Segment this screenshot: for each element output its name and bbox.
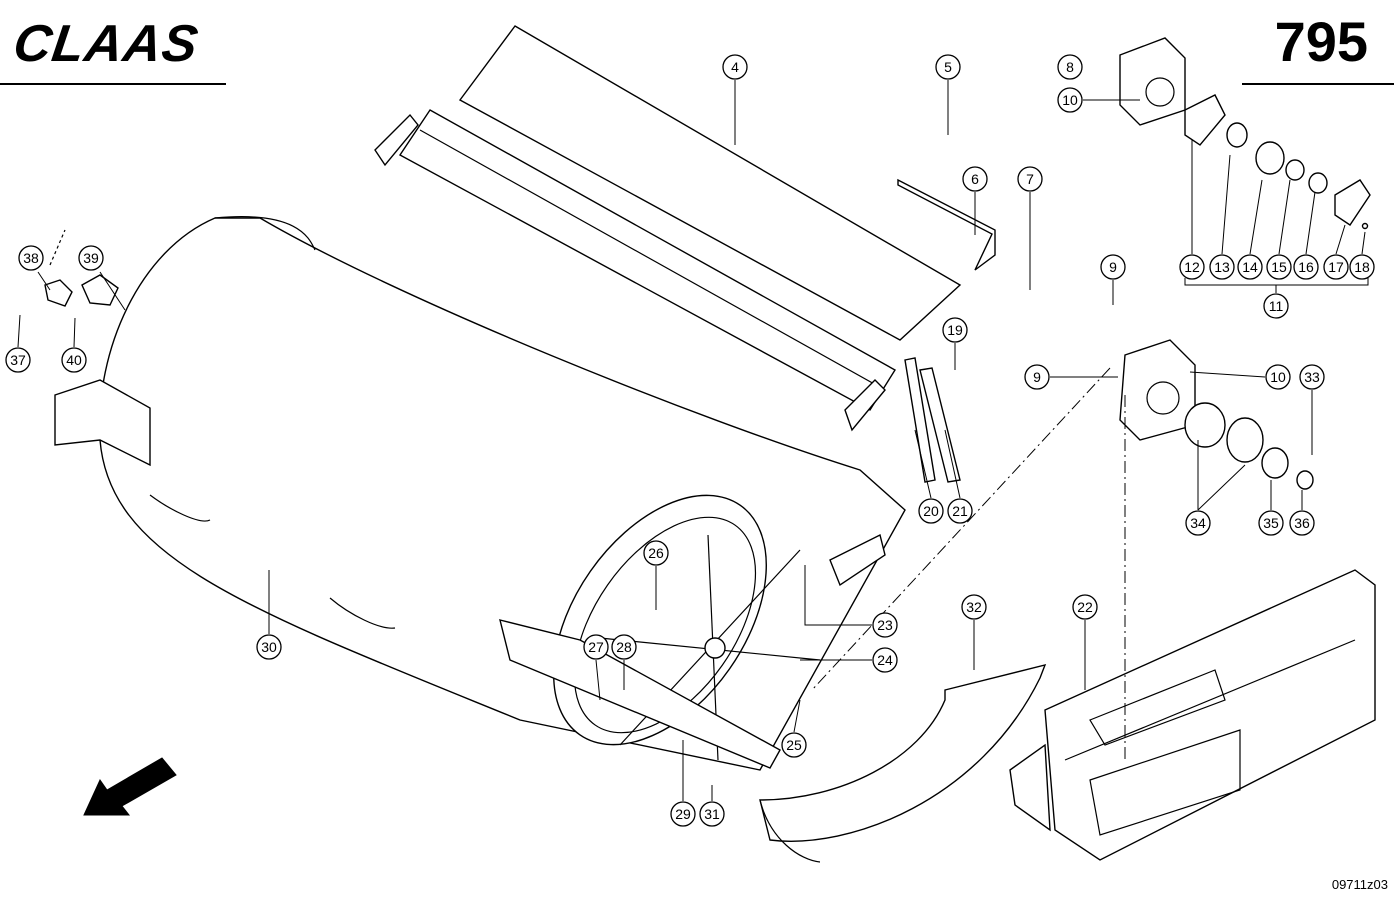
callout-39: 39 [78, 245, 104, 271]
page-number: 795 [1274, 10, 1368, 73]
svg-text:10: 10 [1270, 369, 1286, 385]
callout-15: 15 [1266, 254, 1292, 280]
left-mounting-plate [54, 379, 151, 467]
svg-text:37: 37 [10, 352, 26, 368]
callout-11: 11 [1263, 293, 1289, 319]
svg-text:11: 11 [1269, 298, 1284, 314]
svg-text:6: 6 [971, 171, 979, 187]
callout-29: 29 [670, 801, 696, 827]
callout-22: 22 [1072, 594, 1098, 620]
svg-text:32: 32 [966, 599, 982, 615]
callout-12: 12 [1179, 254, 1205, 280]
callout-16: 16 [1293, 254, 1319, 280]
svg-text:18: 18 [1354, 259, 1370, 275]
svg-text:4: 4 [731, 59, 739, 75]
svg-text:15: 15 [1271, 259, 1287, 275]
svg-text:14: 14 [1242, 259, 1258, 275]
retaining-rail [897, 178, 996, 271]
svg-text:38: 38 [23, 250, 39, 266]
callout-38: 38 [18, 245, 44, 271]
svg-text:9: 9 [1109, 259, 1117, 275]
bracket-23 [829, 533, 886, 587]
curved-shield [759, 663, 1047, 863]
callout-27: 27 [583, 634, 609, 660]
svg-text:29: 29 [675, 806, 691, 822]
svg-text:8: 8 [1066, 59, 1074, 75]
callout-6: 6 [962, 166, 988, 192]
svg-text:7: 7 [1026, 171, 1034, 187]
callout-34: 34 [1185, 510, 1211, 536]
svg-text:33: 33 [1304, 369, 1320, 385]
leader-lines [17, 80, 1369, 801]
drawing-code: 09711z03 [1331, 877, 1388, 892]
svg-text:10: 10 [1062, 92, 1078, 108]
callout-21: 21 [947, 498, 973, 524]
angle-bar-lower [499, 619, 781, 769]
svg-text:16: 16 [1298, 259, 1314, 275]
svg-text:24: 24 [877, 652, 893, 668]
callout-36: 36 [1289, 510, 1315, 536]
svg-text:31: 31 [704, 806, 720, 822]
callout-32: 32 [961, 594, 987, 620]
svg-text:9: 9 [1033, 369, 1041, 385]
callout-25: 25 [781, 732, 807, 758]
adjuster-parts [44, 229, 119, 307]
svg-text:34: 34 [1190, 515, 1206, 531]
callout-31: 31 [699, 801, 725, 827]
drum-cylinder [98, 216, 906, 771]
callout-18: 18 [1349, 254, 1375, 280]
svg-text:20: 20 [923, 503, 939, 519]
svg-text:27: 27 [588, 639, 604, 655]
lower-bearing-assembly [1119, 339, 1314, 490]
callout-30: 30 [256, 634, 282, 660]
callout-24: 24 [872, 647, 898, 673]
callout-4: 4 [722, 54, 748, 80]
callout-37: 37 [5, 347, 31, 373]
callout-10-upper: 10 [1057, 87, 1083, 113]
svg-text:28: 28 [616, 639, 632, 655]
callout-28: 28 [611, 634, 637, 660]
top-cover-plate [374, 25, 962, 432]
svg-text:13: 13 [1214, 259, 1230, 275]
callout-5: 5 [935, 54, 961, 80]
callout-19: 19 [942, 317, 968, 343]
svg-text:17: 17 [1328, 259, 1344, 275]
callout-14: 14 [1237, 254, 1263, 280]
svg-text:39: 39 [83, 250, 99, 266]
callout-26: 26 [643, 540, 669, 566]
callout-17: 17 [1323, 254, 1349, 280]
assembly-centerline [811, 367, 1126, 760]
side-frame [1009, 569, 1376, 861]
callout-8: 8 [1057, 54, 1083, 80]
direction-arrow-icon [83, 757, 177, 816]
svg-text:5: 5 [944, 59, 952, 75]
svg-text:12: 12 [1184, 259, 1200, 275]
part-callouts: 4 5 6 7 8 10 12 13 14 15 16 17 18 11 9 9… [5, 54, 1375, 827]
callout-9-lower: 9 [1024, 364, 1050, 390]
svg-text:22: 22 [1077, 599, 1093, 615]
callout-10-lower: 10 [1265, 364, 1291, 390]
svg-text:40: 40 [66, 352, 82, 368]
svg-text:21: 21 [952, 503, 968, 519]
callout-13: 13 [1209, 254, 1235, 280]
callout-35: 35 [1258, 510, 1284, 536]
callout-40: 40 [61, 347, 87, 373]
wear-strip-20 [904, 357, 936, 483]
callout-33: 33 [1299, 364, 1325, 390]
svg-text:25: 25 [786, 737, 802, 753]
callout-23: 23 [872, 612, 898, 638]
svg-text:30: 30 [261, 639, 277, 655]
svg-text:35: 35 [1263, 515, 1279, 531]
upper-bearing-assembly [1119, 37, 1371, 230]
svg-text:19: 19 [947, 322, 963, 338]
callout-7: 7 [1017, 166, 1043, 192]
callout-20: 20 [918, 498, 944, 524]
callout-9-upper: 9 [1100, 254, 1126, 280]
svg-text:36: 36 [1294, 515, 1310, 531]
svg-text:26: 26 [648, 545, 664, 561]
svg-text:23: 23 [877, 617, 893, 633]
